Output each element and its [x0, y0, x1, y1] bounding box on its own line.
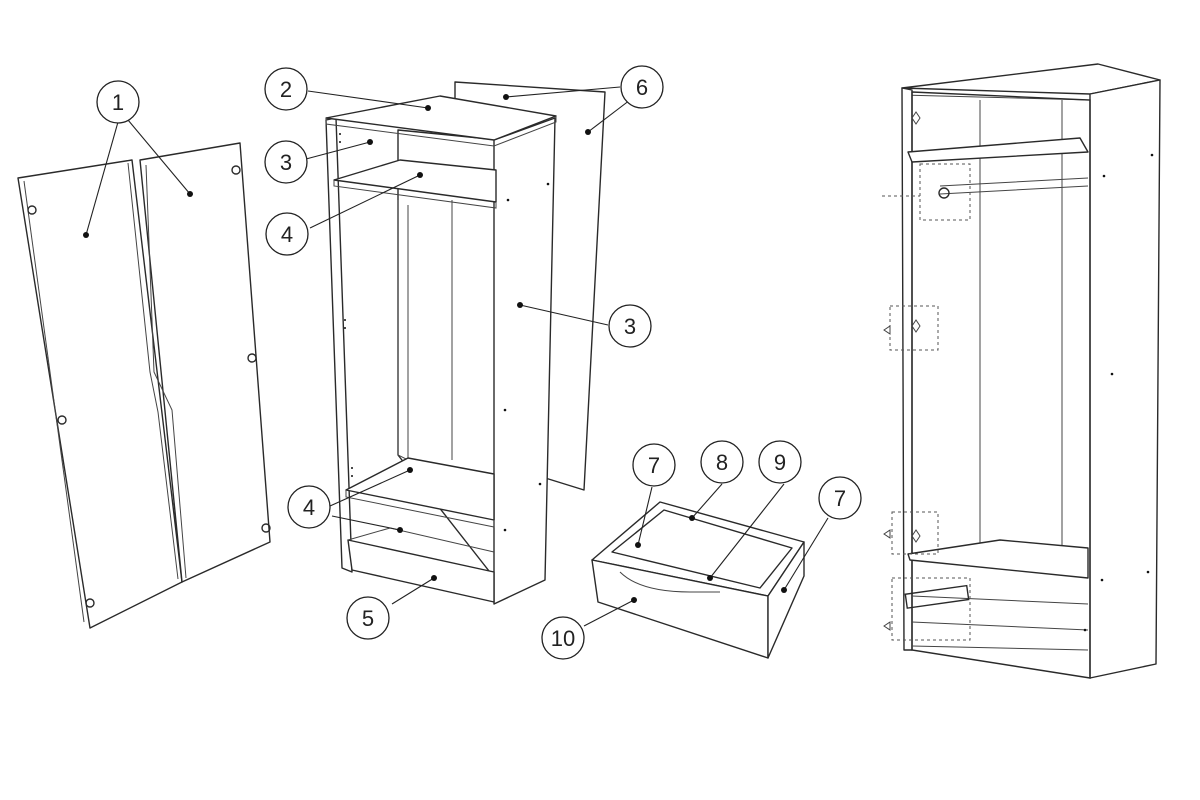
callout-9: 9: [758, 440, 802, 484]
svg-text:3: 3: [624, 314, 636, 339]
wardrobe-carcass: [325, 95, 557, 605]
leader-lines: [85, 86, 829, 627]
callout-7-left: 7: [632, 443, 676, 487]
callout-4-upper: 4: [265, 212, 309, 256]
svg-text:10: 10: [551, 626, 575, 651]
svg-text:2: 2: [280, 77, 292, 102]
callout-2: 2: [264, 67, 308, 111]
callout-5: 5: [346, 596, 390, 640]
callout-4-lower: 4: [287, 485, 331, 529]
callout-3-upper: 3: [264, 140, 308, 184]
callout-6: 6: [620, 65, 664, 109]
svg-text:6: 6: [636, 75, 648, 100]
callout-10: 10: [541, 616, 585, 660]
svg-text:5: 5: [362, 606, 374, 631]
svg-text:4: 4: [303, 495, 315, 520]
callout-8: 8: [700, 440, 744, 484]
svg-text:3: 3: [280, 150, 292, 175]
svg-text:1: 1: [112, 90, 124, 115]
callout-7-right: 7: [818, 476, 862, 520]
door-panel-right: [139, 142, 271, 583]
callout-3-right: 3: [608, 304, 652, 348]
svg-text:7: 7: [834, 486, 846, 511]
svg-text:9: 9: [774, 450, 786, 475]
leader-endpoints: [83, 94, 787, 603]
callout-1: 1: [96, 80, 140, 124]
svg-text:7: 7: [648, 453, 660, 478]
drawer: [591, 501, 805, 659]
svg-text:8: 8: [716, 450, 728, 475]
assembled-wardrobe: [882, 63, 1161, 679]
svg-text:4: 4: [281, 222, 293, 247]
